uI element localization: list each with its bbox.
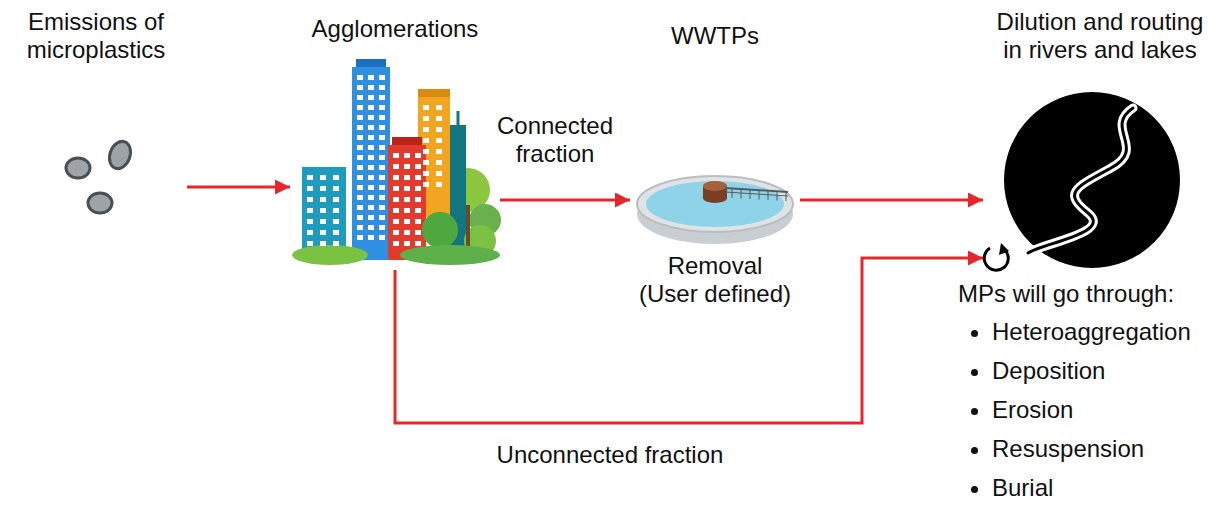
node-heading: Agglomerations	[290, 15, 500, 43]
process-item: Erosion	[992, 390, 1191, 429]
flow-arrow	[187, 186, 290, 189]
process-item: Burial	[992, 468, 1191, 507]
flow-arrow	[500, 199, 630, 202]
river-illustration	[1004, 92, 1180, 268]
note-label-holder: MPs will go through:	[958, 280, 1174, 308]
edge-label-holder: Unconnected fraction	[470, 441, 750, 469]
node-heading: WWTPs	[630, 22, 800, 50]
edge-label: Unconnected fraction	[470, 441, 750, 469]
flow-arrow	[800, 199, 983, 202]
process-item: Resuspension	[992, 429, 1191, 468]
node-heading: Emissions of microplastics	[5, 8, 187, 65]
illustration-node: Agglomerations	[290, 15, 500, 270]
edge-label: Connected fraction	[485, 112, 625, 169]
edge-label-holder: Connected fraction	[485, 112, 625, 169]
node-heading: Dilution and routing in rivers and lakes	[983, 8, 1217, 65]
process-list: HeteroaggregationDepositionErosionResusp…	[966, 312, 1191, 507]
illustration-node: Emissions of microplastics	[5, 8, 187, 218]
illustration-node: WWTPsRemoval (User defined)	[630, 22, 800, 322]
process-item: Heteroaggregation	[992, 312, 1191, 351]
cycle-arrow	[984, 243, 1009, 270]
microplastic-particles	[66, 138, 134, 213]
treatment-plant-illustration	[637, 176, 793, 244]
note-label: MPs will go through:	[958, 280, 1174, 308]
process-item: Deposition	[992, 351, 1191, 390]
city-illustration	[292, 59, 501, 265]
node-note: Removal (User defined)	[630, 252, 800, 309]
illustration-node: Dilution and routing in rivers and lakes	[983, 8, 1217, 273]
